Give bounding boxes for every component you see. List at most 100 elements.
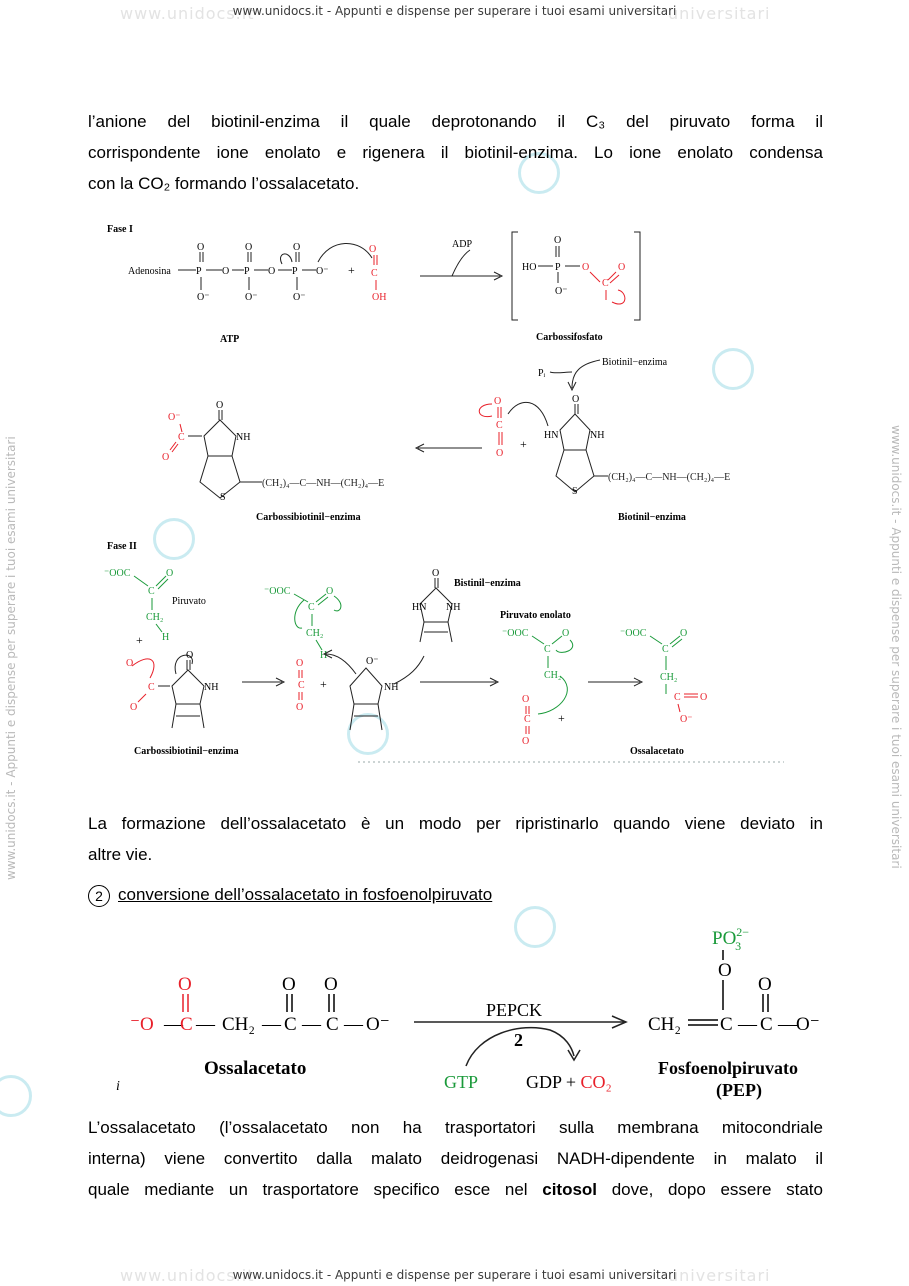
watermark-logo-icon [514,906,556,948]
svg-text:O: O [562,628,569,639]
svg-text:C: C [178,432,185,443]
carbossibiotinil-enzima-label: Carbossibiotinil−enzima [256,512,361,523]
svg-text:O: O [282,974,296,995]
svg-text:HN: HN [412,602,426,613]
svg-text:O: O [293,242,300,253]
fase1-label: Fase I [107,224,133,235]
svg-text:O⁻: O⁻ [555,286,568,297]
svg-text:O⁻: O⁻ [168,412,181,423]
svg-text:C: C [662,644,669,655]
svg-text:O: O [369,244,376,255]
svg-text:O⁻: O⁻ [796,1014,820,1035]
paragraph-line: con la CO₂ formando l’ossalacetato. [88,174,360,193]
po3-label: PO [712,928,736,949]
svg-text:⁻OOC: ⁻OOC [104,568,131,579]
ho-label: HO [522,262,536,273]
svg-text:C: C [308,602,315,613]
watermark-bottom: www.unidocs.it - Appunti e dispense per … [232,1268,677,1282]
svg-text:—: — [737,1014,758,1035]
adp-label: ADP [452,239,472,250]
svg-text:O: O [618,262,625,273]
svg-text:C: C [496,420,503,431]
carbossifosfato-label: Carbossifosfato [536,332,603,343]
svg-text:C: C [371,268,378,279]
watermark-ghost-right: universitari [668,4,771,23]
adenosina-label: Adenosina [128,266,171,277]
svg-text:+: + [348,263,355,277]
paragraph-line: corrispondente ione enolato e rigenera i… [88,143,823,162]
paragraph-2: La formazione dell’ossalacetato è un mod… [88,808,823,870]
ch2-oxaloacetate: CH₂ [222,1014,255,1035]
citosol-bold: citosol [542,1180,598,1199]
svg-text:+: + [136,633,143,647]
svg-text:O: O [494,396,501,407]
paragraph-line: l’anione del biotinil-enzima il quale de… [88,112,823,131]
watermark-top: www.unidocs.it - Appunti e dispense per … [232,4,677,18]
oxaloacetate-label: Ossalacetato [204,1058,306,1079]
svg-text:C: C [326,1014,339,1035]
svg-text:O: O [496,448,503,459]
svg-text:HN: HN [544,430,558,441]
svg-text:O: O [162,452,169,463]
svg-text:—: — [163,1014,184,1035]
svg-text:O: O [718,960,732,981]
svg-text:C: C [148,682,155,693]
gtp-label: GTP [444,1072,478,1092]
svg-text:—: — [777,1014,798,1035]
svg-text:CH₂: CH₂ [146,612,163,623]
paragraph-line: La formazione dell’ossalacetato è un mod… [88,814,823,833]
svg-text:O: O [432,568,439,579]
svg-text:—: — [301,1014,322,1035]
piruvato-label: Piruvato [172,596,206,607]
svg-text:O: O [222,266,229,277]
watermark-logo-icon [347,713,389,755]
svg-text:P: P [196,266,202,277]
pep-abbr: (PEP) [716,1080,762,1101]
svg-text:O: O [522,736,529,747]
heading-text: conversione dell’ossalacetato in fosfoen… [118,885,493,904]
svg-text:O: O [326,586,333,597]
svg-text:O⁻: O⁻ [316,266,329,277]
svg-text:CH₂: CH₂ [544,670,561,681]
svg-text:P: P [292,266,298,277]
svg-text:NH: NH [384,682,398,693]
svg-text:CH₂: CH₂ [306,628,323,639]
svg-text:CH₂: CH₂ [660,672,677,683]
svg-text:+: + [520,437,527,451]
watermark-ghost-right-bottom: universitari [668,1266,771,1285]
svg-text:O: O [758,974,772,995]
svg-text:O: O [126,658,133,669]
svg-text:O⁻: O⁻ [245,292,258,303]
svg-text:+: + [558,711,565,725]
paragraph-line: interna) viene convertito dalla malato d… [88,1149,823,1168]
svg-text:NH: NH [590,430,604,441]
ch2-pep: CH₂ [648,1014,681,1035]
svg-text:P: P [555,262,561,273]
paragraph-3: L’ossalacetato (l’ossalacetato non ha tr… [88,1112,823,1205]
svg-text:—: — [343,1014,364,1035]
svg-text:⁻O: ⁻O [130,1014,154,1035]
piruvato-enolato-label: Piruvato enolato [500,610,571,621]
svg-text:O: O [582,262,589,273]
paragraph-line: altre vie. [88,845,153,864]
paragraph-1: l’anione del biotinil-enzima il quale de… [88,106,823,199]
bistinil-enzima-label: Bistinil−enzima [454,578,521,589]
svg-text:O: O [166,568,173,579]
svg-text:C: C [760,1014,773,1035]
watermark-logo-icon [0,1075,32,1117]
paragraph-line: L’ossalacetato (l’ossalacetato non ha tr… [88,1118,823,1137]
svg-text:C: C [602,278,609,289]
svg-text:C: C [524,714,531,725]
biotinil-enzima-label: Biotinil−enzima [618,512,686,523]
svg-text:O: O [178,974,192,995]
svg-text:O⁻: O⁻ [293,292,306,303]
svg-text:⁻OOC: ⁻OOC [502,628,529,639]
pep-name: Fosfoenolpiruvato [658,1058,798,1078]
svg-text:H: H [320,650,327,661]
atp-label: ATP [220,334,239,345]
svg-text:i: i [116,1079,120,1094]
svg-text:C: C [284,1014,297,1035]
svg-text:C: C [148,586,155,597]
svg-text:+: + [320,677,327,691]
